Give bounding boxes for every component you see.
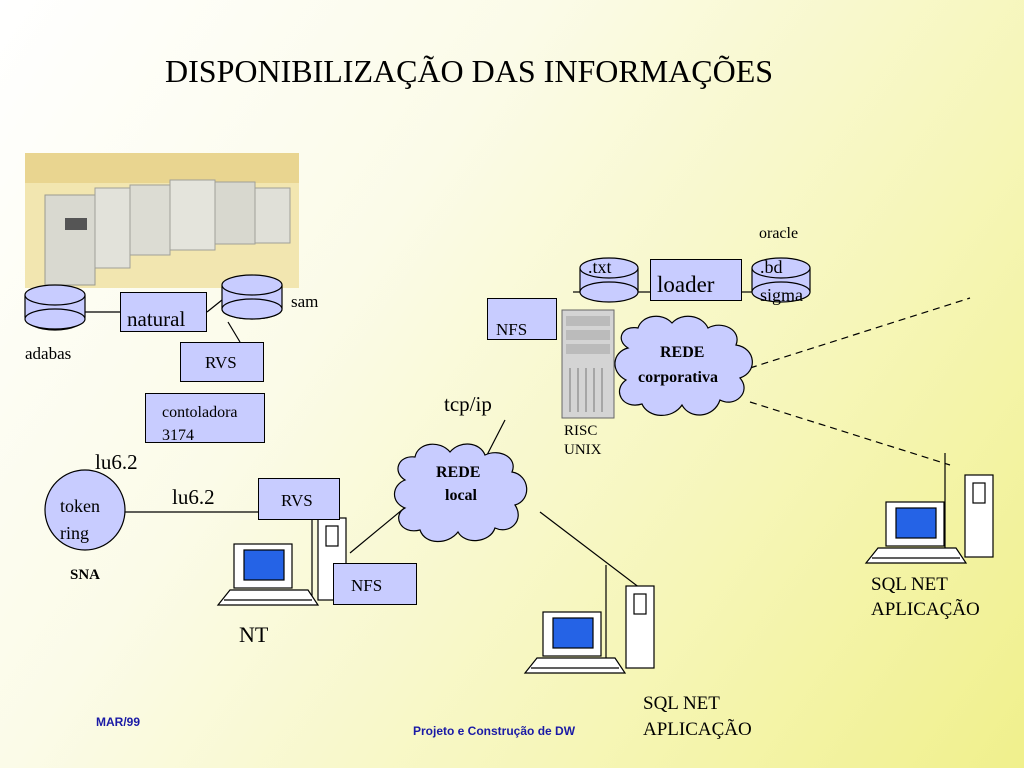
token-ring-node — [44, 469, 126, 551]
database-cylinder-icon — [221, 274, 283, 320]
server-tower-icon — [561, 309, 615, 419]
rede-local-label-2: local — [445, 487, 477, 504]
workstation-icon — [523, 565, 655, 674]
rede-local-label-1: REDE — [436, 464, 481, 481]
rvs-top-box: RVS — [180, 342, 264, 382]
sql-net-right-label-2: APLICAÇÃO — [871, 599, 980, 620]
sigma-label: sigma — [760, 285, 803, 305]
sna-label: SNA — [70, 567, 101, 583]
natural-box: natural — [120, 292, 207, 332]
risc-label-1: RISC — [564, 423, 598, 439]
nt-label: NT — [239, 622, 269, 647]
token-ring-label-2: ring — [60, 523, 89, 543]
nfs-risc-label: NFS — [496, 320, 528, 339]
mainframe-photo — [25, 153, 299, 288]
rede-corporativa-label-1: REDE — [660, 344, 705, 361]
adabas-label: adabas — [25, 344, 72, 363]
sql-net-right-label-1: SQL NET — [871, 574, 948, 595]
workstation-icon — [216, 510, 347, 606]
rvs-top-label: RVS — [205, 353, 237, 372]
database-cylinder-icon — [579, 257, 639, 303]
lu62-label-b: lu6.2 — [172, 485, 215, 509]
risc-label-2: UNIX — [564, 442, 602, 458]
txt-label: .txt — [588, 257, 612, 277]
rvs-nt-box: RVS — [258, 478, 340, 520]
footer-subtitle: Projeto e Construção de DW — [413, 724, 576, 738]
sql-net-bottom-label-1: SQL NET — [643, 693, 720, 714]
loader-box: loader — [650, 259, 742, 301]
rvs-nt-label: RVS — [281, 491, 313, 510]
nfs-nt-label: NFS — [351, 576, 383, 595]
cloud-icon — [614, 315, 753, 416]
workstation-icon — [864, 453, 994, 564]
sam-label: sam — [291, 292, 319, 311]
tcpip-label: tcp/ip — [444, 392, 492, 416]
oracle-label: oracle — [759, 225, 799, 242]
slide-title: DISPONIBILIZAÇÃO DAS INFORMAÇÕES — [165, 53, 774, 89]
natural-label: natural — [127, 307, 186, 331]
controladora-code: 3174 — [162, 427, 194, 444]
nfs-risc-box: NFS — [487, 298, 557, 340]
database-cylinder-icon — [751, 257, 811, 303]
connection-lines — [85, 291, 752, 589]
bd-label: .bd — [760, 257, 783, 277]
controladora-box: contoladora 3174 — [145, 393, 265, 444]
loader-label: loader — [657, 272, 715, 297]
footer-date: MAR/99 — [96, 715, 141, 729]
token-ring-label-1: token — [60, 496, 100, 516]
lu62-label-a: lu6.2 — [95, 450, 138, 474]
cloud-icon — [393, 443, 528, 543]
sql-net-bottom-label-2: APLICAÇÃO — [643, 719, 752, 740]
rede-corporativa-label-2: corporativa — [638, 369, 718, 386]
controladora-label: contoladora — [162, 404, 238, 421]
dashed-links — [749, 297, 971, 466]
database-cylinder-icon — [24, 284, 86, 331]
nfs-nt-box: NFS — [333, 563, 417, 605]
